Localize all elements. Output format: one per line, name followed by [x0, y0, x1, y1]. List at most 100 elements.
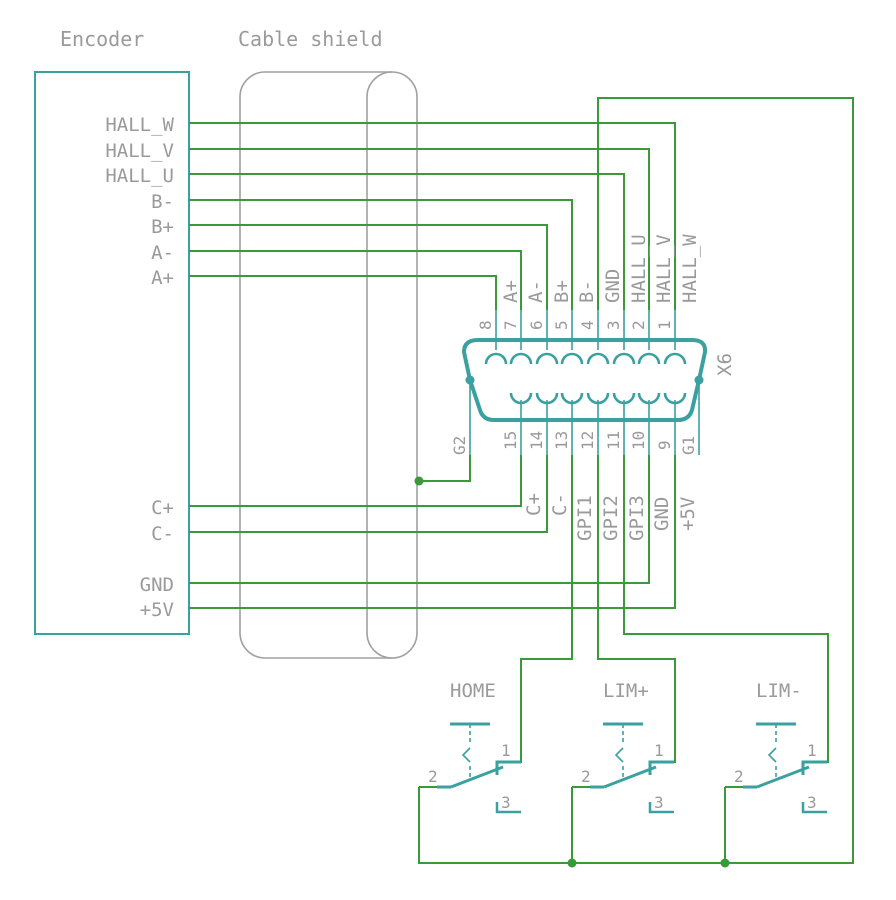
signal-label: HALL_V — [653, 234, 675, 303]
switch-spring — [767, 747, 777, 763]
signal-label: GPI3 — [626, 495, 648, 541]
wire-b-plus — [189, 224, 548, 310]
switch-pin-number: 2 — [581, 767, 591, 786]
switch-spring — [461, 747, 471, 763]
signal-label: HALL_U — [628, 234, 650, 303]
switch-pin-number: 1 — [807, 741, 817, 760]
wire-5v — [189, 455, 676, 609]
pin-number: 11 — [604, 431, 623, 450]
pin-number: 15 — [501, 431, 520, 450]
switch-pin-number: 3 — [807, 793, 817, 812]
pin-number: 1 — [655, 320, 674, 330]
signal-label: A+ — [500, 280, 522, 303]
pin-number: 4 — [578, 320, 597, 330]
encoder-box — [34, 71, 190, 635]
connector-bottom-contacts — [509, 392, 687, 405]
switch-pin-number: 3 — [501, 793, 511, 812]
encoder-pin-label: C- — [151, 523, 174, 545]
signal-label: GPI2 — [600, 495, 622, 541]
wire-hall-v — [189, 148, 650, 310]
encoder-pin-label: B+ — [151, 216, 174, 238]
connector-name: X6 — [714, 353, 736, 376]
encoder-pin-label: C+ — [151, 497, 174, 519]
cable-shield-title: Cable shield — [238, 27, 383, 51]
signal-label: GND — [602, 269, 624, 303]
signal-label: GPI1 — [574, 495, 596, 541]
pin-number: 13 — [552, 431, 571, 450]
switch-lever — [603, 765, 657, 789]
encoder-pin-label: GND — [140, 574, 174, 596]
switch-pin-3 — [801, 802, 827, 814]
wire-a-minus — [189, 250, 522, 310]
connector-shell — [461, 338, 708, 422]
bottom-pin-numbers: 15 14 13 12 11 10 9 G2 G1 — [450, 431, 698, 455]
wires-bottom — [189, 455, 829, 868]
pin-number: 10 — [629, 431, 648, 450]
wire-g2-shield — [419, 455, 471, 482]
switch-pin-3 — [495, 802, 521, 814]
wire-b-minus — [189, 199, 573, 310]
switch-label: LIM- — [756, 680, 802, 702]
wire-hall-w — [189, 122, 676, 310]
junction-dot — [414, 476, 424, 486]
top-signal-labels: A+ A- B+ B- GND HALL_U HALL_V HALL_W — [500, 234, 701, 303]
pin-number: 6 — [527, 320, 546, 330]
pin-number: 14 — [527, 431, 546, 450]
switch-pin-1 — [801, 760, 827, 775]
cable-shield-outer — [239, 71, 418, 659]
switch-pin-number: 3 — [654, 793, 664, 812]
shell-dot — [694, 375, 704, 385]
encoder-pin-labels: HALL_W HALL_V HALL_U B- B+ A- A+ C+ C- G… — [105, 114, 174, 621]
switch-pin-number: 1 — [654, 741, 664, 760]
encoder-pin-label: HALL_U — [105, 165, 174, 187]
signal-label: B+ — [551, 280, 573, 303]
encoder-pin-label: B- — [151, 191, 174, 213]
connector-top-contacts — [484, 352, 687, 365]
encoder-pin-label: +5V — [140, 599, 174, 621]
switch-lim: LIM- 1 2 3 — [725, 680, 827, 814]
switch-lever — [450, 765, 504, 789]
signal-label: C+ — [523, 493, 545, 516]
pin-number: 12 — [578, 431, 597, 450]
encoder-pin-label: A- — [151, 242, 174, 264]
shell-pin-label: G2 — [450, 436, 469, 455]
signal-label: GND — [651, 497, 673, 531]
encoder-title: Encoder — [60, 27, 144, 51]
wire-a-plus — [189, 275, 497, 310]
switch-label: LIM+ — [603, 680, 649, 702]
wire-gnd-top — [418, 97, 854, 864]
wire-hall-u — [189, 173, 625, 310]
switch-pin-3 — [648, 802, 674, 814]
switch-pin-number: 2 — [428, 767, 438, 786]
pin-number: 2 — [629, 320, 648, 330]
encoder-pin-label: A+ — [151, 267, 174, 289]
signal-label: B- — [576, 280, 598, 303]
signal-label: A- — [525, 280, 547, 303]
junction-dot — [720, 858, 730, 868]
wires-top — [189, 97, 854, 864]
switches: HOME 1 2 3 LIM+ 1 2 3 LIM- 1 2 3 — [419, 680, 827, 814]
signal-label: HALL_W — [679, 234, 701, 303]
wire-c-plus — [189, 455, 522, 507]
pin-number: 7 — [501, 320, 520, 330]
switch-label: HOME — [450, 680, 496, 702]
pin-number: 9 — [655, 440, 674, 450]
bottom-signal-labels: C+ C- GPI1 GPI2 GPI3 GND +5V — [523, 493, 699, 541]
encoder-pin-label: HALL_W — [105, 114, 174, 136]
switch-pin-number: 1 — [501, 741, 511, 760]
switch-lim: LIM+ 1 2 3 — [572, 680, 674, 814]
pin-number: 3 — [604, 320, 623, 330]
switch-pin-1 — [495, 760, 521, 775]
connector-x6: X6 8 7 6 5 4 3 2 1 A+ A- B+ B- GND HALL_… — [450, 234, 736, 541]
signal-label: +5V — [677, 497, 699, 531]
switch-pin-1 — [648, 760, 674, 775]
top-pin-numbers: 8 7 6 5 4 3 2 1 — [476, 320, 674, 330]
shell-pin-label: G1 — [679, 436, 698, 455]
cable-shield-inner — [366, 71, 393, 659]
switch-lever — [756, 765, 810, 789]
switch-pin-number: 2 — [734, 767, 744, 786]
switch-home: HOME 1 2 3 — [419, 680, 521, 814]
signal-label: C- — [549, 493, 571, 516]
switch-spring — [614, 747, 624, 763]
